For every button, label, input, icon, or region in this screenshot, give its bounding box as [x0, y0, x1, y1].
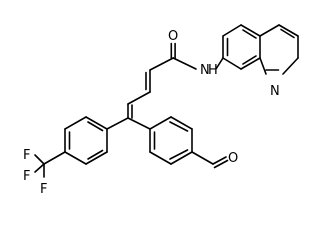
- right-ring-bond-5: [170, 116, 193, 130]
- left-ring-bond-2: [85, 151, 108, 165]
- iso-ring-bond-11: [259, 57, 267, 75]
- right-ring-bond-6: [149, 116, 172, 130]
- iso-ring-bond-2: [222, 24, 242, 37]
- left-ring-bond-5: [64, 116, 87, 130]
- amide-cn-bond: [172, 57, 197, 70]
- iso-ring-bond-8: [278, 24, 299, 37]
- iso-ring-bond-6: [222, 57, 242, 70]
- iso-ring-inner-4: [280, 28, 295, 39]
- left-ring-bond-3: [64, 151, 87, 165]
- aldehyde-co-bond-1: [212, 156, 227, 165]
- iso-ring-bond-5: [240, 57, 261, 70]
- cf3-bond-f1: [34, 154, 45, 165]
- right-ring-inner-3: [169, 121, 189, 132]
- amide-hydrogen-label: H: [208, 63, 218, 78]
- iso-ring-bond-10: [282, 57, 299, 75]
- chain-to-right-ring: [127, 117, 151, 130]
- atom-labels: O N H N O F F F: [23, 29, 280, 197]
- carbonyl-oxygen-label: O: [168, 29, 178, 44]
- amide-nitrogen-label: N: [200, 63, 210, 78]
- aldehyde-co-bond-2: [213, 159, 229, 169]
- right-ring-bond-2: [149, 151, 172, 165]
- cf3-attachment-bond: [43, 151, 66, 165]
- right-ring-inner-2: [169, 149, 189, 160]
- chain-to-left-ring: [106, 117, 129, 130]
- fluorine-label-1: F: [23, 148, 30, 163]
- iso-ring-bond-7: [259, 24, 280, 37]
- fluorine-label-3: F: [40, 182, 47, 197]
- chemical-structure: O N H N O F F F: [23, 24, 299, 197]
- left-ring-inner-2: [87, 149, 104, 160]
- amine-to-ring-bond: [215, 57, 224, 70]
- cf3-bond-f2: [34, 163, 45, 173]
- fluorine-label-2: F: [23, 169, 30, 184]
- aldehyde-bond: [191, 151, 214, 165]
- right-ring-bond-3: [170, 151, 193, 165]
- bonds: [34, 24, 299, 178]
- iso-ring-bond-3: [240, 24, 261, 37]
- left-ring-bond-6: [85, 116, 108, 130]
- left-ring-inner-3: [87, 121, 104, 132]
- isoquinoline-nitrogen-label: N: [270, 84, 280, 99]
- chain-bond-c3-c4: [127, 91, 151, 105]
- iso-ring-inner-3: [242, 55, 257, 65]
- aldehyde-oxygen-label: O: [228, 151, 238, 166]
- iso-ring-inner-2: [242, 29, 257, 39]
- chain-bond-c1-c2: [149, 57, 174, 71]
